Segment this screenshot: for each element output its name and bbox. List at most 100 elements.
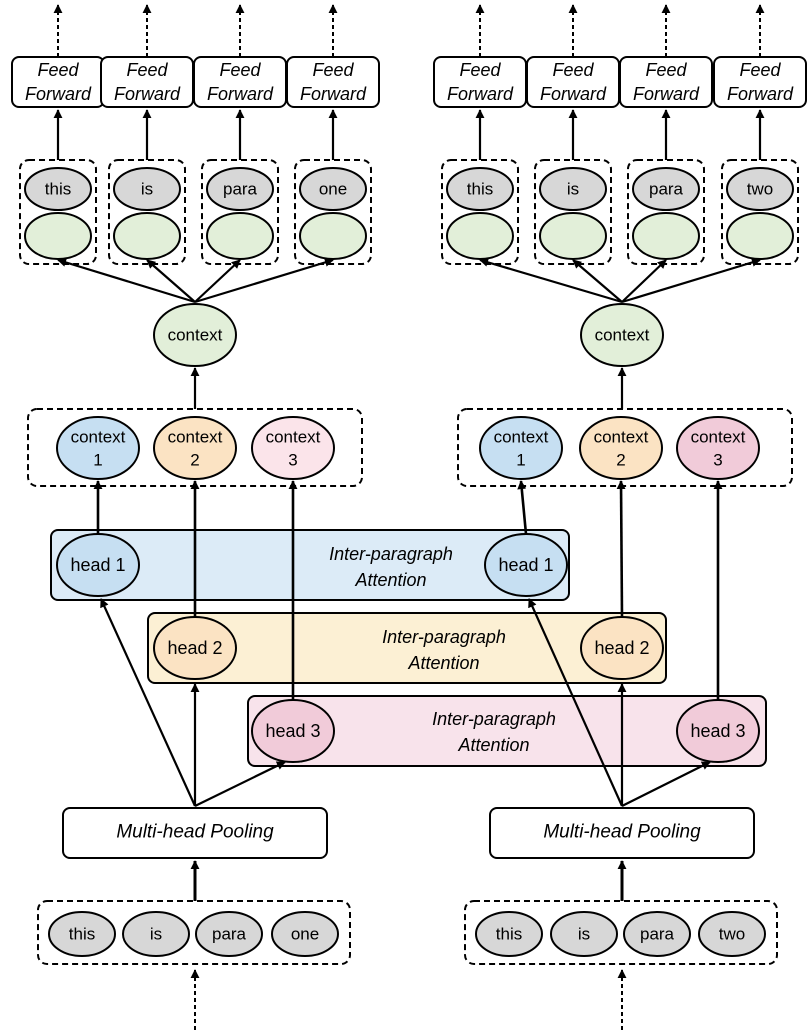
- context-broadcast-arrow: [572, 259, 623, 303]
- output-token-label: is: [141, 180, 153, 199]
- output-token-group: [19, 159, 97, 265]
- output-token-group: [534, 159, 612, 265]
- context-broadcast-arrow: [194, 259, 241, 303]
- attention-band-head-1: [50, 529, 570, 601]
- context-node-left: [153, 303, 237, 367]
- output-token-label: this: [467, 180, 493, 199]
- feed-forward-box: [286, 56, 380, 108]
- context-broadcast-arrow: [194, 258, 334, 304]
- input-token-label: is: [150, 925, 162, 944]
- feed-forward-label-line1: Feed: [37, 60, 79, 80]
- multi-head-pooling-label: Multi-head Pooling: [543, 822, 701, 843]
- attention-band-head-2: [147, 612, 667, 684]
- head-1-node: [484, 533, 568, 597]
- head-label: head 1: [70, 555, 125, 575]
- head-context-2: [153, 416, 237, 480]
- head-context-number: 2: [190, 451, 199, 470]
- input-token: [550, 911, 618, 957]
- head-label: head 3: [690, 721, 745, 741]
- head-label: head 3: [265, 721, 320, 741]
- output-token-label: two: [747, 180, 773, 199]
- feed-forward-label-line2: Forward: [114, 84, 181, 104]
- output-token-label: one: [319, 180, 347, 199]
- head-context-number: 1: [93, 451, 102, 470]
- head-to-context-arrow: [517, 480, 528, 535]
- head-context-3: [251, 416, 335, 480]
- attention-band-title: Inter-paragraph: [432, 709, 556, 729]
- context-broadcast-arrow: [479, 257, 623, 304]
- head-context-number: 3: [713, 451, 722, 470]
- input-token-label: this: [69, 925, 95, 944]
- feed-forward-label-line1: Feed: [459, 60, 501, 80]
- input-token: [48, 911, 116, 957]
- output-token: [726, 167, 794, 211]
- context-broadcast-arrow: [621, 259, 667, 303]
- input-token: [122, 911, 190, 957]
- input-token: [271, 911, 339, 957]
- output-token: [24, 167, 92, 211]
- feed-forward-label-line2: Forward: [633, 84, 700, 104]
- feed-forward-label-line1: Feed: [645, 60, 687, 80]
- output-representation: [206, 212, 274, 260]
- context-label: context: [595, 326, 650, 345]
- input-token: [623, 911, 691, 957]
- input-token-group-left: [37, 900, 351, 965]
- attention-band-title: Inter-paragraph: [382, 627, 506, 647]
- output-representation: [539, 212, 607, 260]
- feed-forward-label-line1: Feed: [739, 60, 781, 80]
- input-token-label: two: [719, 925, 745, 944]
- multi-head-pooling-label: Multi-head Pooling: [116, 822, 274, 843]
- head-context-group-left: [27, 408, 363, 487]
- attention-band-head-3: [247, 695, 767, 767]
- head-label: head 2: [594, 638, 649, 658]
- output-token-group: [441, 159, 519, 265]
- input-token: [698, 911, 766, 957]
- head-context-1: [56, 416, 140, 480]
- head-label: head 2: [167, 638, 222, 658]
- attention-band-subtitle: Attention: [354, 570, 426, 590]
- head-context-label: context: [691, 428, 746, 447]
- head-context-2: [579, 416, 663, 480]
- head-to-context-arrow: [616, 480, 626, 618]
- head-context-number: 1: [516, 451, 525, 470]
- context-broadcast-arrow: [146, 259, 196, 303]
- feed-forward-label-line2: Forward: [447, 84, 514, 104]
- head-context-label: context: [168, 428, 223, 447]
- head-context-label: context: [494, 428, 549, 447]
- output-token-group: [108, 159, 186, 265]
- multi-head-pooling-box-right: [489, 807, 755, 859]
- output-token-label: para: [649, 180, 684, 199]
- output-token: [446, 167, 514, 211]
- feed-forward-box: [713, 56, 807, 108]
- pool-to-head-1-arrow: [99, 598, 197, 807]
- output-representation: [113, 212, 181, 260]
- feed-forward-box: [619, 56, 713, 108]
- input-token-label: this: [496, 925, 522, 944]
- feed-forward-label-line2: Forward: [540, 84, 607, 104]
- context-broadcast-arrow: [57, 258, 196, 304]
- output-representation: [726, 212, 794, 260]
- input-token-group-right: [464, 900, 778, 965]
- input-token-label: one: [291, 925, 319, 944]
- feed-forward-label-line2: Forward: [25, 84, 92, 104]
- input-token: [475, 911, 543, 957]
- input-token-label: is: [578, 925, 590, 944]
- pool-to-head-3-arrow: [621, 761, 711, 807]
- output-token: [113, 167, 181, 211]
- head-3-node: [251, 699, 335, 763]
- feed-forward-label-line1: Feed: [219, 60, 261, 80]
- output-token-label: para: [223, 180, 258, 199]
- output-token-label: this: [45, 180, 71, 199]
- output-token: [632, 167, 700, 211]
- head-1-node: [56, 533, 140, 597]
- output-representation: [632, 212, 700, 260]
- head-context-label: context: [71, 428, 126, 447]
- feed-forward-label-line2: Forward: [300, 84, 367, 104]
- context-label: context: [168, 326, 223, 345]
- input-token-label: para: [640, 925, 675, 944]
- attention-band-title: Inter-paragraph: [329, 544, 453, 564]
- head-context-number: 2: [616, 451, 625, 470]
- head-context-label: context: [594, 428, 649, 447]
- pool-to-head-1-arrow: [527, 598, 624, 807]
- output-token: [299, 167, 367, 211]
